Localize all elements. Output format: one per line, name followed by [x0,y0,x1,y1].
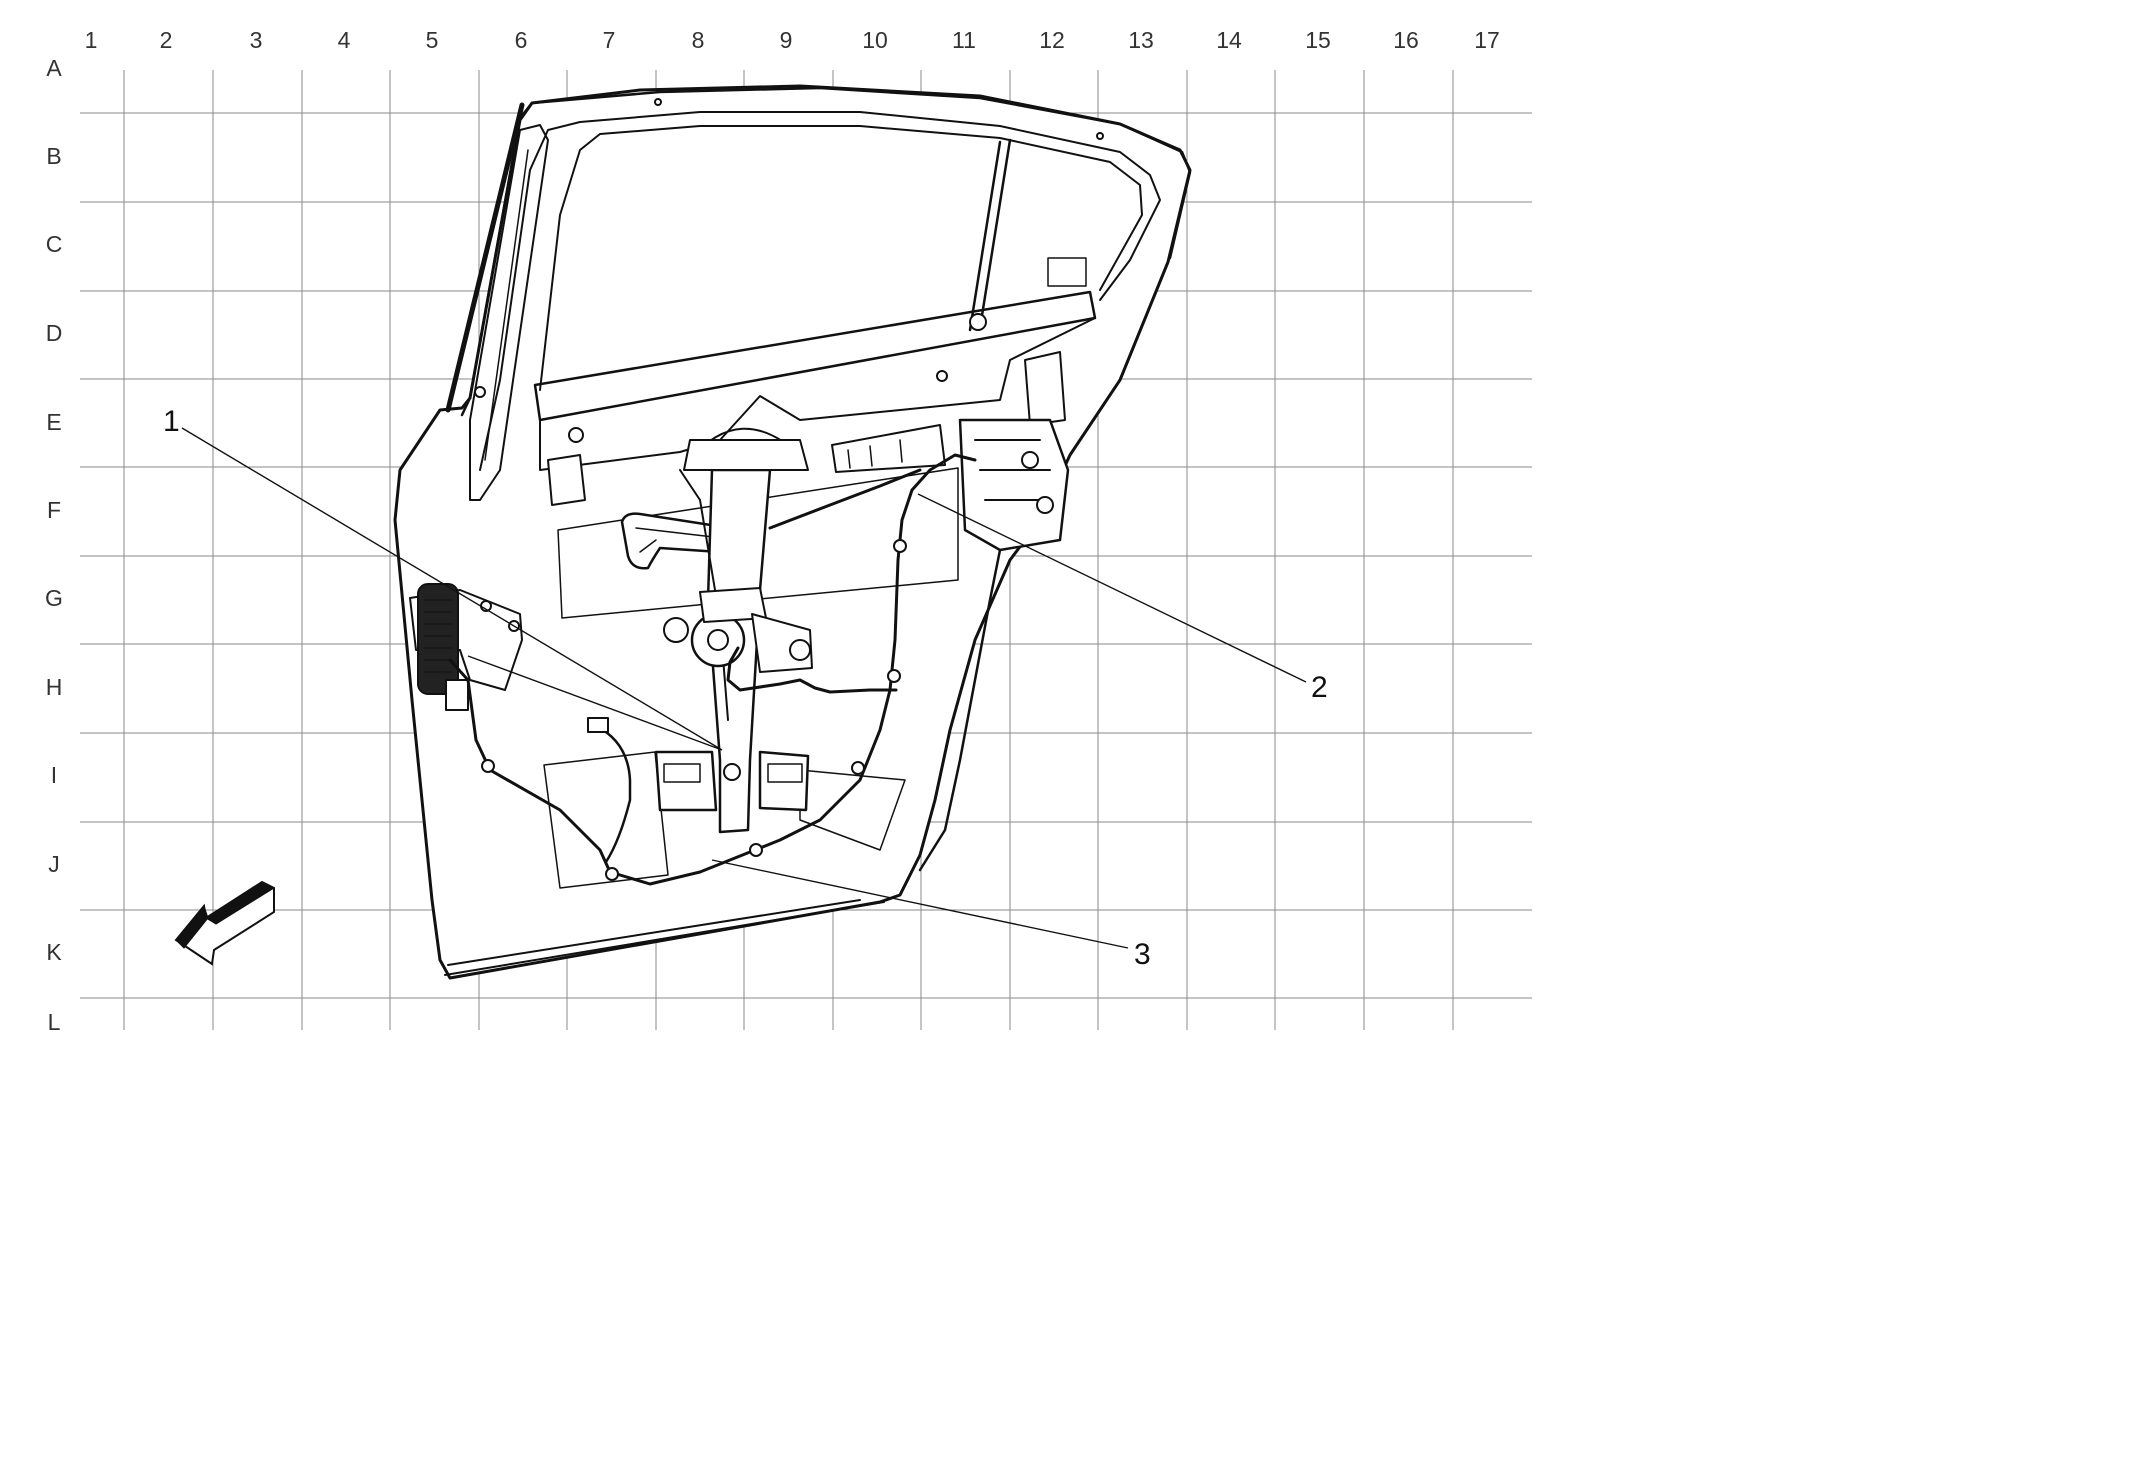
callout-1-leader [181,427,723,751]
grid-col-label: 7 [603,27,616,53]
front-pillar-trim [445,102,525,413]
fastener [654,98,662,106]
callout-2-label: 2 [1311,671,1328,704]
front-pillar-channel [469,124,549,501]
regulator-base-bracket [654,750,810,812]
harness-clip [887,669,901,683]
front-direction-arrow-icon [174,880,276,966]
grid-col-label: 16 [1393,27,1419,53]
lock-bracket-right [1024,351,1066,426]
grid-row-label: H [46,674,63,700]
grid-col-label: 6 [515,27,528,53]
grid-col-label: 17 [1474,27,1500,53]
callout-2-leader [917,493,1307,683]
grid-col-label: 9 [780,27,793,53]
window-glass-edge [539,125,1143,391]
fastener [568,427,584,443]
callout-leaders [181,427,1307,949]
callout-1-leader-secondary [467,655,723,751]
grid-row-label: E [46,409,61,435]
harness-clip [749,843,763,857]
callout-3-leader [711,859,1129,949]
grid-col-label: 12 [1039,27,1065,53]
wiring-harness-main-route [448,453,977,886]
wiring-harness-branch-speaker [594,724,632,864]
grid-row-label: G [45,585,63,611]
door-latch-assembly [958,418,1070,552]
window-regulator-motor [663,587,813,673]
harness-clip [481,759,495,773]
grid-col-label: 4 [338,27,351,53]
door-harness-locator-diagram: 1 2 3 4 5 6 7 8 9 10 11 12 13 14 15 16 1… [45,27,1532,1035]
harness-clip [893,539,907,553]
wiring-harness-rear-route [918,548,1002,872]
rear-door-assembly [393,84,1192,980]
grid-row-label: J [48,851,60,877]
grid-col-label: 2 [160,27,173,53]
grid-row-label: B [46,143,61,169]
harness-clip [605,867,619,881]
callout-3-label: 3 [1134,938,1151,971]
interior-door-handle-inner [635,527,723,553]
grid-row-labels: A B C D E F G H I J K L [45,55,63,1035]
grid-col-label: 14 [1216,27,1242,53]
grid-row-label: A [46,55,62,81]
grid-row-label: D [46,320,63,346]
door-sill-trim [444,899,885,976]
grid-column-labels: 1 2 3 4 5 6 7 8 9 10 11 12 13 14 15 16 1… [85,27,1500,53]
fastener [936,370,948,382]
grid-row-label: F [47,497,61,523]
grid-row-label: C [46,231,63,257]
harness-clip [851,761,865,775]
fastener [969,313,987,331]
grid-col-label: 11 [952,27,976,53]
window-frame-inner [479,111,1161,471]
grid-row-label: K [46,939,62,965]
label-plate [1047,257,1087,287]
callout-1-label: 1 [163,405,180,438]
fastener [474,386,486,398]
window-frame-outer [460,86,1192,417]
belt-line-rail-lower [539,317,1096,471]
pillar-channel-inner [484,149,529,461]
fastener [1096,132,1104,140]
wiring-harness-branch-motor [726,646,898,694]
rear-guide-channel [968,138,1012,332]
grid-col-label: 5 [426,27,439,53]
grid-row-label: I [51,762,57,788]
lock-bracket-left [547,454,586,506]
grid-col-label: 8 [692,27,705,53]
grid-col-label: 1 [85,27,98,53]
trim-backer-sheet-lower-left [543,751,669,889]
grid-col-label: 13 [1128,27,1154,53]
grid-col-label: 10 [862,27,888,53]
grid-col-label: 3 [250,27,263,53]
speaker-connector [587,717,609,733]
lock-actuator-connector [831,424,946,473]
wiring-harness-branch-upper [768,468,922,530]
grid-col-label: 15 [1305,27,1331,53]
regulator-lift-plate [683,439,809,471]
grid-row-label: L [48,1009,61,1035]
